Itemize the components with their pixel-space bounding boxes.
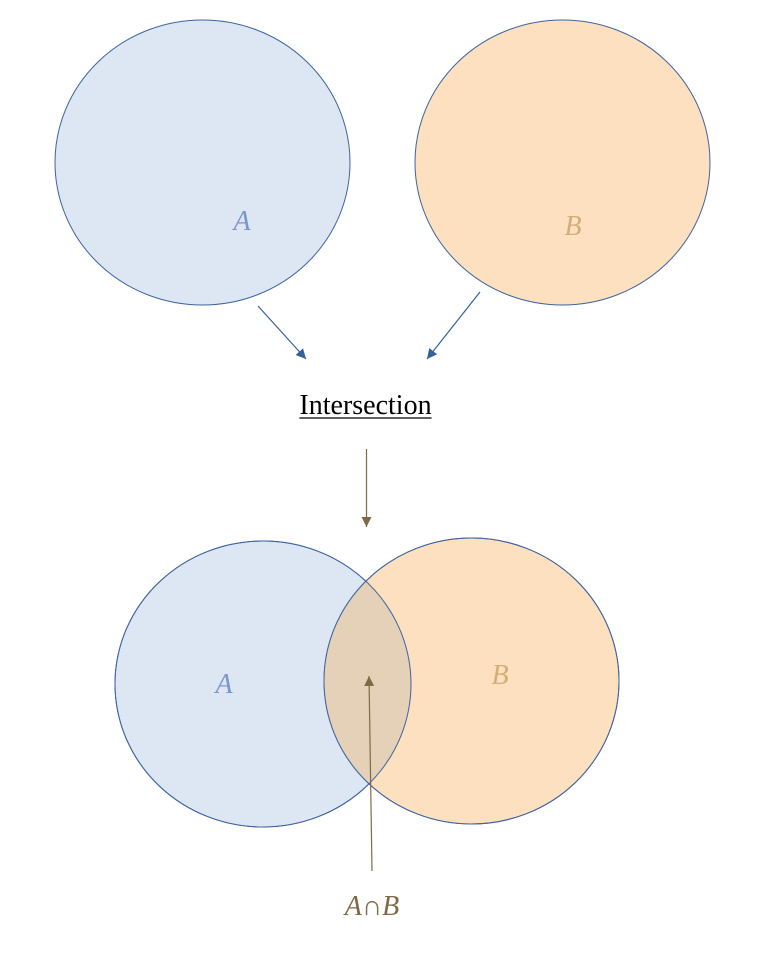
intersection-label: A∩B xyxy=(343,891,399,922)
set-b-circle xyxy=(414,19,711,306)
arrow-from-b xyxy=(426,291,481,360)
result-set-b-outline xyxy=(323,537,620,825)
set-a-circle xyxy=(54,19,351,306)
arrow-from-a xyxy=(257,305,307,360)
set-b-label: B xyxy=(564,211,581,242)
top-set-a: A xyxy=(54,19,351,306)
top-set-b: B xyxy=(414,19,711,306)
result-set-a-label: A xyxy=(213,669,233,700)
set-a-label: A xyxy=(231,206,251,237)
result-set-b-label: B xyxy=(491,660,508,691)
operation-label-group: Intersection xyxy=(299,390,432,421)
operation-label: Intersection xyxy=(299,390,431,421)
result-set-a-outline xyxy=(114,540,412,828)
result-venn: A B xyxy=(114,537,620,828)
intersection-pointer-arrow xyxy=(364,675,375,872)
